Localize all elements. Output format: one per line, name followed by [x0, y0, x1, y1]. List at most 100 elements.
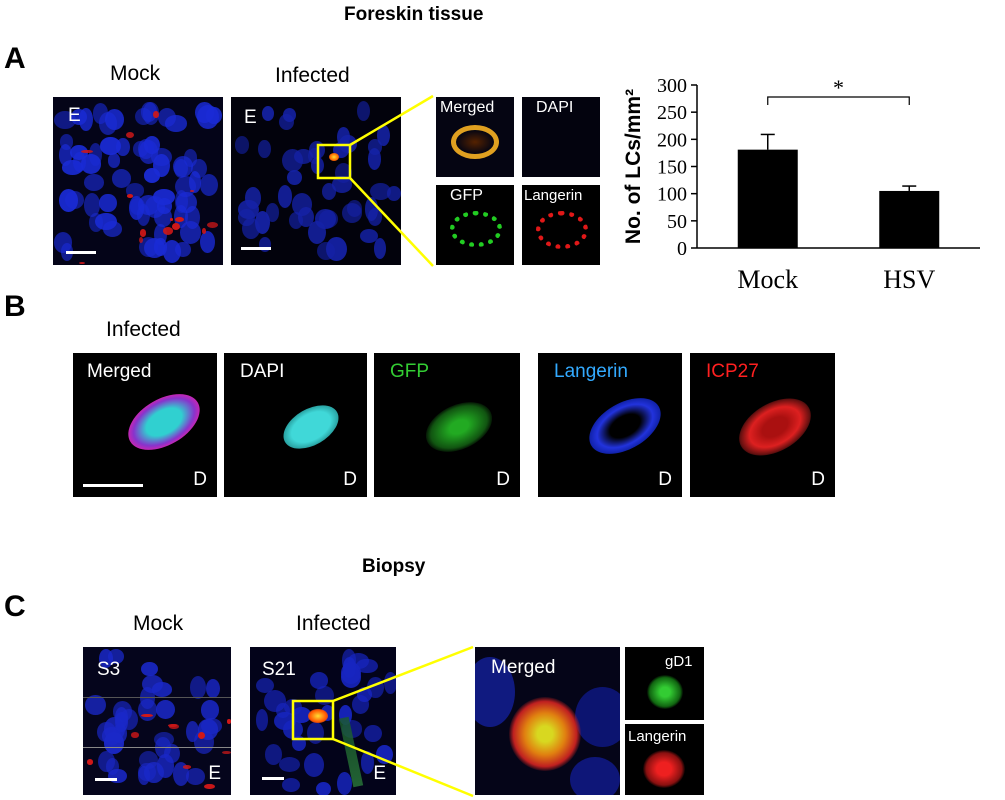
y-tick-label: 200	[657, 129, 687, 151]
nucleus	[361, 751, 375, 774]
sample-tag: S21	[262, 659, 296, 680]
panel-b-gfp: GFP D	[373, 352, 521, 498]
panel-c-mock-label: Mock	[133, 612, 184, 635]
epidermis-tag: E	[208, 763, 221, 784]
nucleus	[331, 176, 353, 193]
signal-speck	[131, 732, 140, 738]
scale-bar	[66, 251, 96, 254]
signal-speck	[81, 149, 93, 154]
y-tick-label: 150	[657, 157, 687, 179]
nucleus	[341, 202, 363, 224]
langerin-signal-layer	[83, 647, 231, 795]
nucleus	[186, 768, 206, 785]
nucleus	[84, 193, 101, 217]
infected-cell-highlight	[329, 153, 339, 161]
nucleus	[319, 210, 339, 228]
nucleus	[104, 108, 124, 130]
signal-speck	[139, 229, 147, 237]
nucleus	[185, 206, 200, 230]
nucleus	[277, 185, 293, 208]
nucleus	[98, 750, 115, 772]
panel-c-zoom-callout	[291, 645, 474, 798]
nucleus	[92, 103, 109, 125]
signal-speck	[125, 131, 135, 139]
merged-signal	[509, 697, 581, 771]
dermis-tag: D	[811, 469, 825, 490]
nucleus	[95, 212, 118, 231]
nucleus	[156, 699, 176, 719]
nucleus	[173, 158, 188, 178]
bottom-section-title: Biopsy	[362, 556, 426, 577]
nucleus	[274, 711, 297, 731]
panel-c-mock-micrograph: S3 E	[82, 646, 232, 796]
channel-label-gfp: GFP	[390, 361, 430, 382]
signal-speck	[153, 110, 159, 118]
epidermis-tag: E	[373, 763, 386, 784]
nucleus	[266, 202, 280, 222]
signal-speck	[183, 765, 192, 769]
inset-merged-label: Merged	[440, 99, 495, 116]
gd1-signal	[647, 675, 683, 709]
y-tick-label: 100	[657, 184, 687, 206]
nucleus	[351, 695, 370, 715]
nucleus	[141, 661, 158, 677]
channel-label-icp27: ICP27	[706, 361, 759, 382]
nucleus	[157, 107, 177, 127]
signal-speck	[201, 227, 207, 234]
background-nucleus	[475, 657, 515, 727]
panel-a-letter: A	[4, 42, 26, 75]
nucleus	[157, 198, 173, 214]
signal-speck	[174, 216, 184, 222]
nucleus	[282, 107, 297, 122]
x-tick-label: HSV	[883, 265, 935, 294]
nucleus	[238, 208, 256, 226]
nucleus	[257, 139, 271, 159]
nucleus	[370, 182, 392, 200]
nucleus	[53, 110, 76, 129]
merged-cell	[118, 382, 210, 462]
dermis-tag: D	[343, 469, 357, 490]
nucleus	[189, 676, 206, 700]
channel-label-dapi: DAPI	[240, 361, 285, 382]
significance-marker: *	[833, 75, 844, 100]
nucleus	[286, 170, 302, 186]
nucleus	[281, 777, 300, 792]
panel-b-letter: B	[4, 290, 26, 323]
infected-cell-highlight	[308, 709, 328, 723]
inset-langerin-label: Langerin	[524, 187, 583, 204]
langerin-signal	[643, 750, 685, 788]
nuclei-layer	[231, 97, 401, 265]
nucleus	[153, 154, 170, 178]
signal-speck	[141, 713, 154, 718]
panel-a-infected-label: Infected	[275, 64, 350, 87]
nucleus	[107, 153, 120, 168]
panel-c-letter: C	[4, 590, 26, 623]
inset-dapi-label: DAPI	[536, 99, 574, 116]
nucleus	[364, 724, 383, 743]
panel-c-inset-merged: Merged	[474, 646, 621, 796]
signal-speck	[169, 218, 174, 222]
nucleus	[356, 101, 371, 122]
scale-bar	[95, 778, 117, 781]
gfp-signal	[417, 392, 501, 462]
nucleus	[199, 230, 215, 254]
signal-speck	[204, 783, 215, 790]
nucleus	[111, 169, 132, 189]
nucleus	[88, 143, 102, 167]
panel-a-mock-micrograph: E	[52, 96, 224, 266]
langerin-signal	[536, 211, 588, 249]
nucleus	[53, 232, 72, 253]
scale-bar	[83, 484, 143, 487]
channel-label-langerin: Langerin	[554, 361, 628, 382]
nucleus	[154, 731, 174, 748]
signal-speck	[126, 194, 134, 199]
panel-a-inset-merged: Merged	[435, 96, 515, 178]
merged-signal	[451, 125, 499, 159]
panel-a-infected-micrograph: E	[230, 96, 402, 266]
nucleus	[157, 754, 174, 778]
nucleus	[326, 236, 347, 261]
panel-c-inset-gd1: gD1	[624, 646, 705, 721]
scale-bar	[241, 247, 271, 250]
nucleus	[108, 649, 125, 664]
